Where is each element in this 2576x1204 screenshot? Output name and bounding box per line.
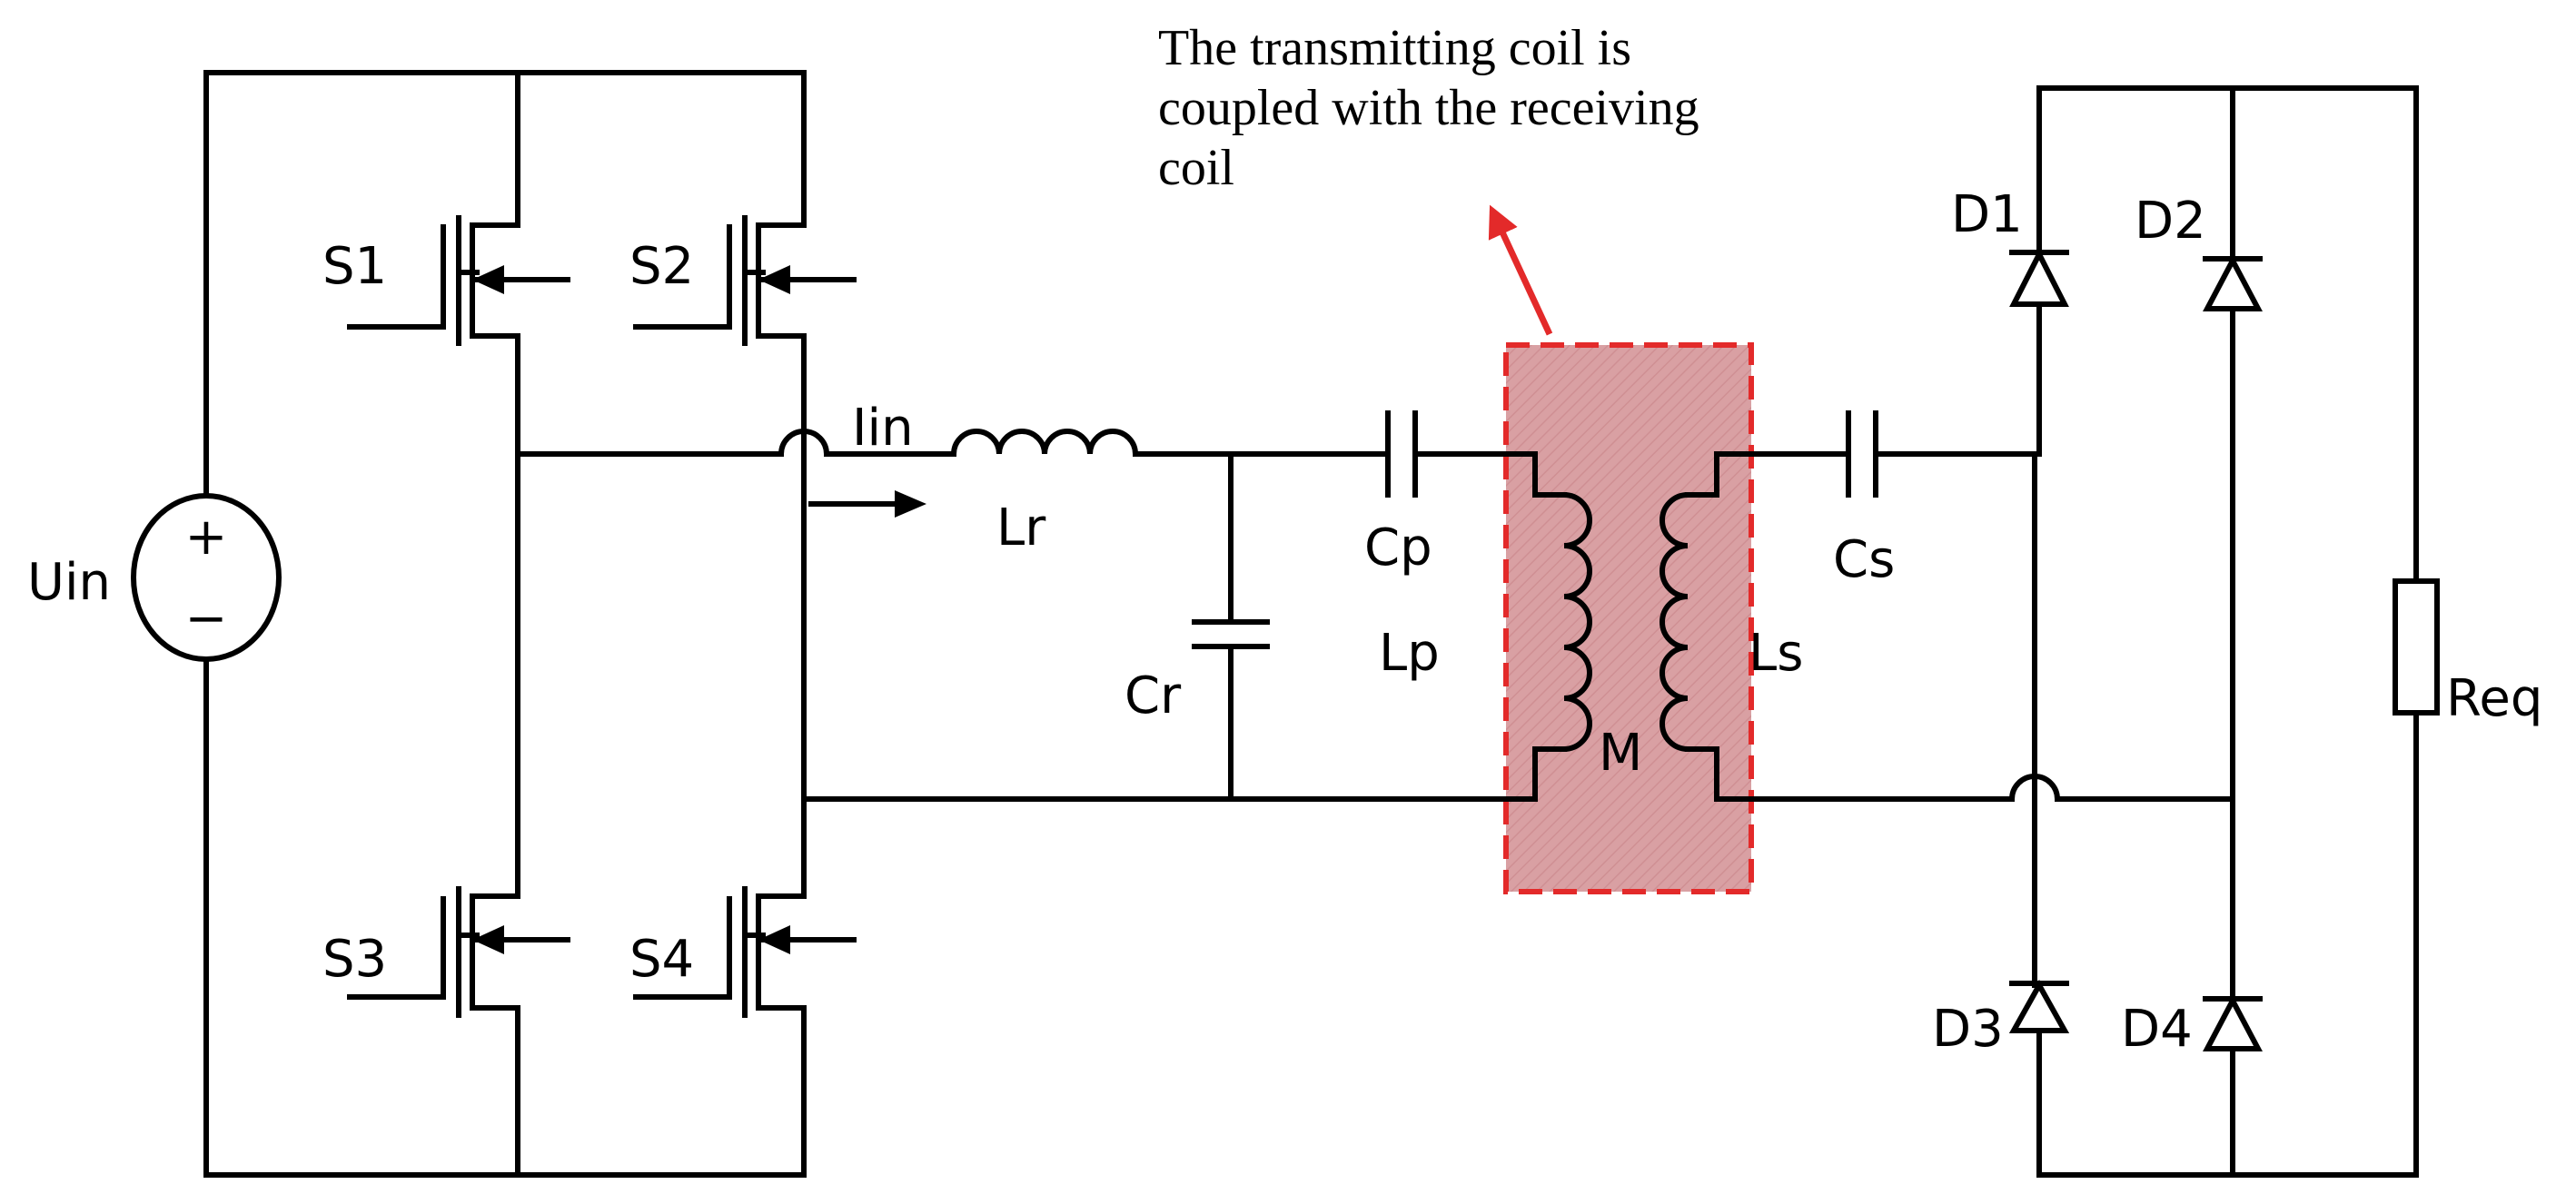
coil-label-lp: Lp bbox=[1379, 624, 1440, 683]
switch-label-s2: S2 bbox=[629, 237, 694, 296]
resistor-label-req: Req bbox=[2446, 669, 2542, 728]
switch-s2: S2 bbox=[629, 215, 857, 346]
source-label: Uin bbox=[27, 553, 111, 612]
diode-d4: D4 bbox=[2121, 994, 2263, 1059]
rectifier-bridge: D1 D2 D3 D4 Req bbox=[1932, 85, 2542, 1178]
coupling-annotation: The transmitting coil is coupled with th… bbox=[1158, 18, 1885, 198]
capacitor-cr: Cr bbox=[1125, 451, 1270, 802]
diode-d2: D2 bbox=[2135, 192, 2263, 311]
switch-label-s1: S1 bbox=[322, 237, 387, 296]
capacitor-cs: Cs bbox=[1833, 410, 1895, 589]
annotation-line-2: coupled with the receiving bbox=[1158, 80, 1699, 136]
diode-label-d3: D3 bbox=[1932, 1000, 2004, 1059]
coupling-highlight-box bbox=[1503, 342, 1754, 894]
diode-d1: D1 bbox=[1951, 185, 2069, 307]
capacitor-cp: Cp bbox=[1364, 410, 1432, 577]
capacitor-label-cs: Cs bbox=[1833, 530, 1895, 589]
switch-s1: S1 bbox=[322, 215, 570, 346]
mutual-inductance-label: M bbox=[1599, 724, 1642, 783]
annotation-arrow bbox=[1488, 204, 1553, 336]
inductor-label-lr: Lr bbox=[996, 498, 1046, 558]
current-label: Iin bbox=[852, 399, 914, 458]
capacitor-label-cr: Cr bbox=[1125, 666, 1182, 725]
diode-d3: D3 bbox=[1932, 979, 2070, 1059]
primary-coil-lp: Lp bbox=[1379, 451, 1592, 802]
annotation-line-1: The transmitting coil is bbox=[1158, 20, 1632, 76]
load-resistor-req: Req bbox=[2393, 85, 2542, 1178]
inductor-lr: Lr bbox=[951, 429, 1138, 558]
diode-label-d4: D4 bbox=[2121, 1000, 2193, 1059]
switch-s4: S4 bbox=[629, 886, 857, 1018]
inverter-bridge: S1 S2 S3 bbox=[322, 70, 857, 1178]
dc-source: + − Uin bbox=[27, 70, 520, 1178]
source-plus: + bbox=[185, 508, 228, 567]
switch-s3: S3 bbox=[322, 886, 570, 1018]
switch-label-s4: S4 bbox=[629, 930, 694, 989]
diode-label-d2: D2 bbox=[2135, 192, 2206, 251]
coil-label-ls: Ls bbox=[1749, 624, 1803, 683]
capacitor-label-cp: Cp bbox=[1364, 518, 1432, 577]
diode-label-d1: D1 bbox=[1951, 185, 2023, 244]
switch-label-s3: S3 bbox=[322, 930, 387, 989]
annotation-line-3: coil bbox=[1158, 140, 1234, 196]
secondary-coil-ls: Ls bbox=[1660, 451, 1803, 802]
current-arrow-iin: Iin bbox=[808, 399, 926, 518]
source-minus: − bbox=[185, 589, 228, 648]
